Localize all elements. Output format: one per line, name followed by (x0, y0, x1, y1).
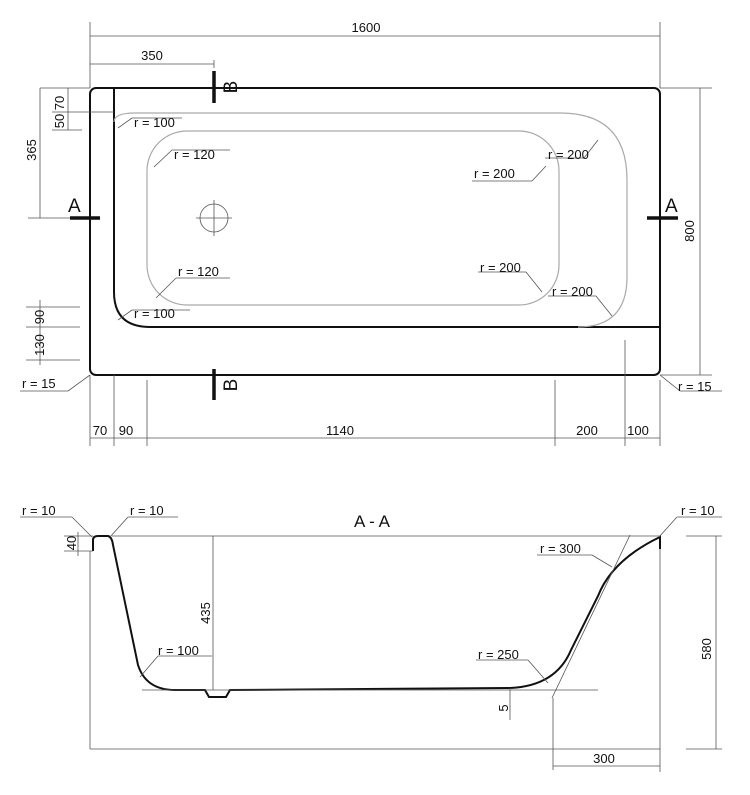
dimension-label: 350 (141, 48, 163, 63)
dim-left-top: 70 50 (40, 87, 114, 131)
section-b-marker-bottom: B (212, 369, 242, 400)
dimension-label: 435 (198, 602, 213, 624)
dim-rim-40: 40 (64, 532, 93, 556)
dim-height-800: 800 (660, 87, 712, 376)
dimension-label: 130 (32, 334, 47, 356)
dim-overall-width: 1600 (89, 20, 661, 88)
radius-label: r = 120 (174, 147, 215, 162)
dimension-label: 300 (593, 751, 615, 766)
plan-view: A A B B 1600 350 (20, 20, 722, 446)
dim-depth-435: 435 (198, 536, 214, 690)
dim-offset-5: 5 (496, 688, 511, 720)
dimension-label: 90 (119, 423, 133, 438)
radius-label: r = 100 (134, 306, 175, 321)
section-label: B (221, 379, 242, 392)
basin-floor (146, 130, 560, 306)
dim-left-bottom: 90 130 (26, 300, 80, 365)
radius-label: r = 300 (540, 541, 581, 556)
section-a-marker-left: A (68, 196, 100, 220)
tub-section-profile (92, 535, 661, 698)
section-label: B (221, 81, 242, 94)
basin-outline (113, 112, 628, 328)
dimension-label: 50 (52, 114, 67, 128)
tub-outer-outline (89, 87, 661, 376)
section-title: A - A (354, 512, 391, 531)
radius-label: r = 200 (474, 166, 515, 181)
tub-inner-rim (113, 88, 660, 328)
radius-label: r = 250 (478, 647, 519, 662)
radius-label: r = 10 (130, 503, 164, 518)
radius-labels-plan: r = 100 r = 120 r = 120 r = 100 r = 200 … (20, 115, 722, 394)
dimension-label: 5 (496, 704, 511, 711)
radius-label: r = 15 (678, 379, 712, 394)
dim-left-365: 365 (24, 88, 70, 219)
radius-label: r = 120 (178, 264, 219, 279)
dim-b-offset: 350 (90, 48, 215, 68)
dimension-label: 200 (576, 423, 598, 438)
dimension-label: 365 (24, 139, 39, 161)
section-b-marker-top: B (212, 71, 242, 103)
dimension-label: 100 (627, 423, 649, 438)
radius-label: r = 10 (22, 503, 56, 518)
dimension-label: 70 (93, 423, 107, 438)
section-label: A (665, 196, 678, 217)
radius-label: r = 200 (480, 260, 521, 275)
dimension-label: 70 (52, 96, 67, 110)
section-view: A - A 435 40 580 (20, 503, 722, 772)
section-label: A (68, 196, 81, 217)
dimension-label: 1140 (326, 423, 354, 438)
dim-bottom-chain: 70 90 1140 200 100 (89, 340, 661, 446)
radius-label: r = 200 (552, 284, 593, 299)
section-a-marker-right: A (647, 196, 678, 220)
dimension-label: 580 (699, 638, 714, 660)
radius-label: r = 200 (548, 147, 589, 162)
radius-label: r = 100 (134, 115, 175, 130)
dimension-label: 800 (682, 220, 697, 242)
radius-label: r = 10 (681, 503, 715, 518)
drain-icon (196, 200, 232, 236)
dimension-label: 40 (64, 536, 79, 550)
dimension-label: 1600 (352, 20, 381, 35)
dim-height-580: 580 (686, 535, 722, 750)
radius-label: r = 100 (158, 643, 199, 658)
dim-width-300: 300 (552, 698, 661, 772)
dimension-label: 90 (32, 310, 47, 324)
radius-labels-section: r = 10 r = 10 r = 10 r = 300 r = 100 r =… (20, 503, 722, 684)
radius-label: r = 15 (22, 376, 56, 391)
